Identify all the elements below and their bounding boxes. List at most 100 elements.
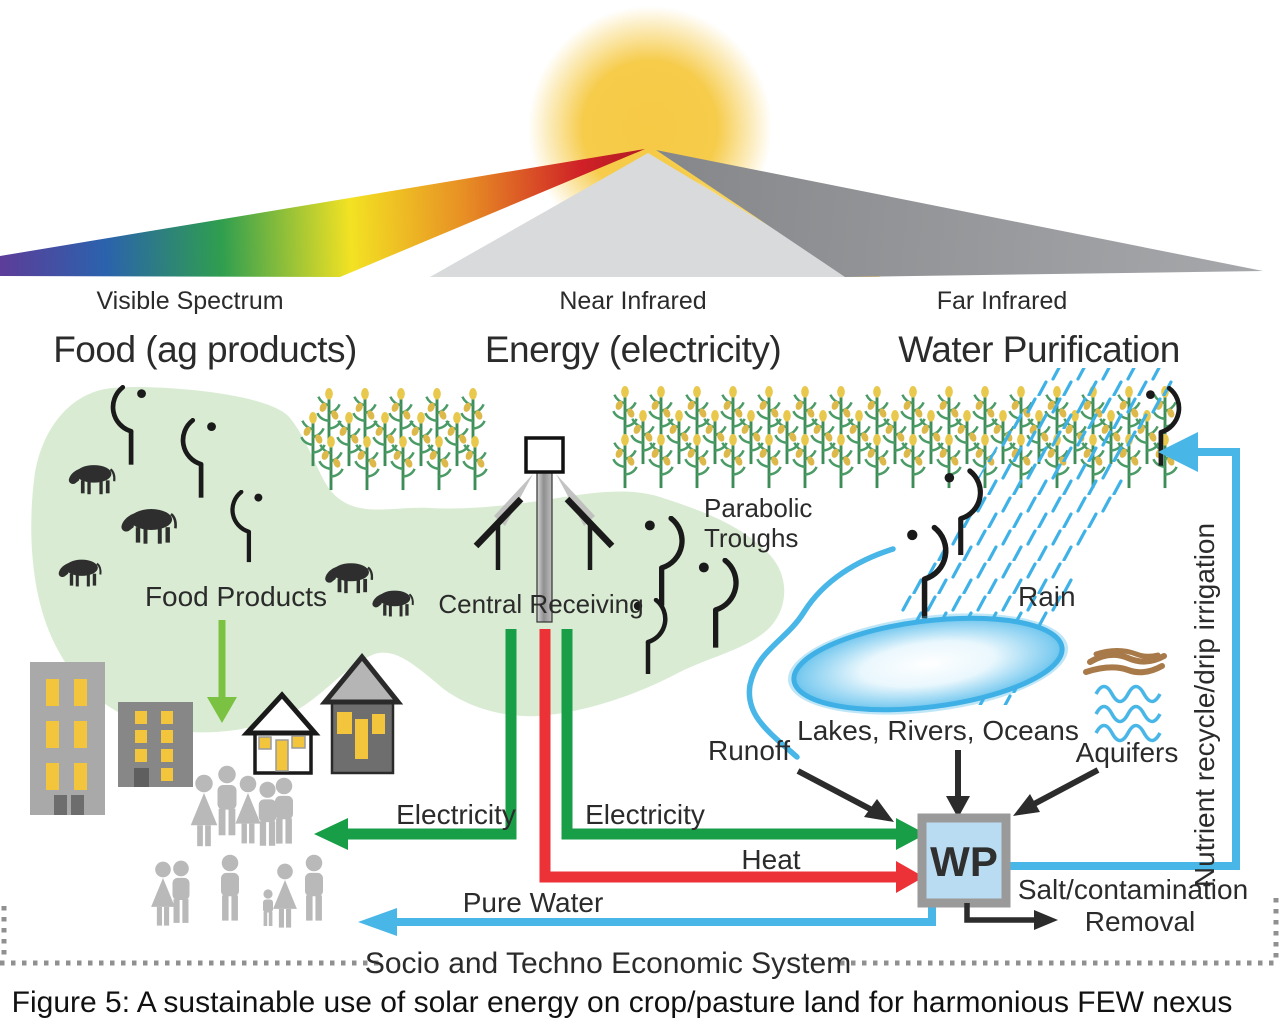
corn-stalk-icon [372, 412, 398, 468]
river-icon [746, 546, 896, 760]
corn-stalk-icon [756, 434, 782, 490]
lake-to-wp-arrowhead [946, 796, 970, 818]
salt-contamination-label-2: Removal [1085, 906, 1195, 937]
electricity-left-arrowhead [314, 818, 348, 850]
nutrient-recycle-arrowhead [1158, 432, 1198, 472]
corn-stalk-icon [864, 386, 890, 442]
corn-stalk-icon [426, 436, 452, 492]
aquifers-label: Aquifers [1076, 737, 1179, 768]
energy-column-title: Energy (electricity) [485, 329, 781, 370]
corn-stalk-icon [810, 410, 836, 466]
aquifer-icon [1083, 648, 1167, 743]
heat-label: Heat [741, 844, 800, 875]
person-icon [151, 861, 175, 926]
lakes-label: Lakes, Rivers, Oceans [797, 715, 1079, 746]
electricity-right-label: Electricity [585, 799, 705, 830]
corn-stalk-icon [720, 434, 746, 490]
parabolic-troughs-label-2: Troughs [704, 523, 798, 553]
corn-stalk-icon [882, 410, 908, 466]
corn-stalk-icon [390, 436, 416, 492]
corn-stalk-icon [336, 412, 362, 468]
wp-input-arrows [796, 750, 1100, 813]
parabolic-troughs-label-1: Parabolic [704, 493, 812, 523]
near-infrared-beam [430, 153, 854, 277]
central-receiver-tower-icon [473, 436, 615, 623]
gray-house-icon [319, 653, 404, 775]
pure-water-arrowhead [358, 908, 397, 936]
corn-stalk-icon [648, 386, 674, 442]
lake-icon [787, 613, 1069, 715]
runoff-label: Runoff [708, 735, 790, 766]
person-icon [217, 765, 237, 836]
heat-arrow [539, 629, 896, 883]
corn-stalk-icon [972, 386, 998, 442]
corn-stalk-icon [828, 434, 854, 490]
person-icon [275, 777, 293, 844]
corn-stalk-icon [444, 412, 470, 468]
house-icons [241, 653, 404, 775]
rain-label: Rain [1018, 581, 1076, 612]
corn-stalk-icon [738, 410, 764, 466]
person-icon [273, 863, 297, 928]
child-icon [263, 889, 273, 926]
corn-stalk-icon [846, 410, 872, 466]
person-icon [190, 774, 218, 847]
salt-removal-arrowhead [1034, 910, 1058, 930]
corn-stalk-icon [1152, 434, 1178, 490]
person-icon [235, 775, 261, 844]
figure-caption: Figure 5: A sustainable use of solar ene… [12, 986, 1233, 1019]
salt-removal-arrow [964, 903, 1034, 923]
corn-stalk-icon [462, 436, 488, 492]
corn-stalk-icon [900, 386, 926, 442]
corn-stalk-icon [720, 386, 746, 442]
people-icons [151, 765, 323, 928]
corn-stalk-icon [354, 436, 380, 492]
corn-stalk-icon [954, 410, 980, 466]
corn-stalk-icon [612, 386, 638, 442]
water-column-title: Water Purification [898, 329, 1180, 370]
corn-stalk-icon [918, 410, 944, 466]
runoff-to-wp-arrowhead [864, 799, 894, 822]
white-house-icon [241, 691, 321, 775]
corn-stalk-icon [408, 412, 434, 468]
food-products-arrowhead [207, 697, 237, 723]
city-buildings-icon [30, 662, 193, 815]
electricity-right-arrowhead [896, 818, 926, 850]
corn-stalk-icon [792, 434, 818, 490]
food-products-label: Food Products [145, 581, 327, 612]
electricity-arrow-left [348, 629, 517, 840]
corn-stalk-icon [684, 434, 710, 490]
corn-stalk-icon [936, 386, 962, 442]
far-infrared-label: Far Infrared [937, 287, 1068, 315]
nutrient-recycle-label: Nutrient recycle/drip irrigation [1189, 523, 1220, 887]
person-icon [221, 854, 239, 921]
near-infrared-label: Near Infrared [559, 287, 706, 315]
person-icon [305, 854, 323, 921]
corn-stalk-icon [666, 410, 692, 466]
corn-stalk-icon [828, 386, 854, 442]
corn-stalk-icon [648, 434, 674, 490]
heat-arrowhead [896, 861, 924, 893]
visible-spectrum-beam [0, 149, 645, 277]
aquifer-to-wp-arrowhead [1013, 794, 1040, 816]
corn-stalk-icon [792, 386, 818, 442]
pure-water-arrow [397, 901, 936, 926]
salt-contamination-label-1: Salt/contamination [1018, 874, 1248, 905]
central-receiving-label: Central Receiving [438, 589, 643, 619]
corn-stalk-icon [612, 434, 638, 490]
water-purification-box [917, 813, 1011, 908]
socio-economic-label: Socio and Techno Economic System [365, 947, 851, 980]
corn-stalk-icon [774, 410, 800, 466]
nutrient-recycle-arrow [1004, 448, 1240, 870]
corn-stalk-icon [630, 410, 656, 466]
person-icon [258, 781, 277, 846]
corn-stalk-icon [864, 434, 890, 490]
visible-spectrum-label: Visible Spectrum [96, 287, 283, 315]
far-infrared-beam [656, 150, 1263, 277]
corn-field-left [300, 388, 488, 492]
wp-label: WP [930, 838, 998, 885]
electricity-left-label: Electricity [396, 799, 516, 830]
socio-economic-dotted-line [0, 898, 1280, 966]
food-column-title: Food (ag products) [53, 329, 357, 370]
